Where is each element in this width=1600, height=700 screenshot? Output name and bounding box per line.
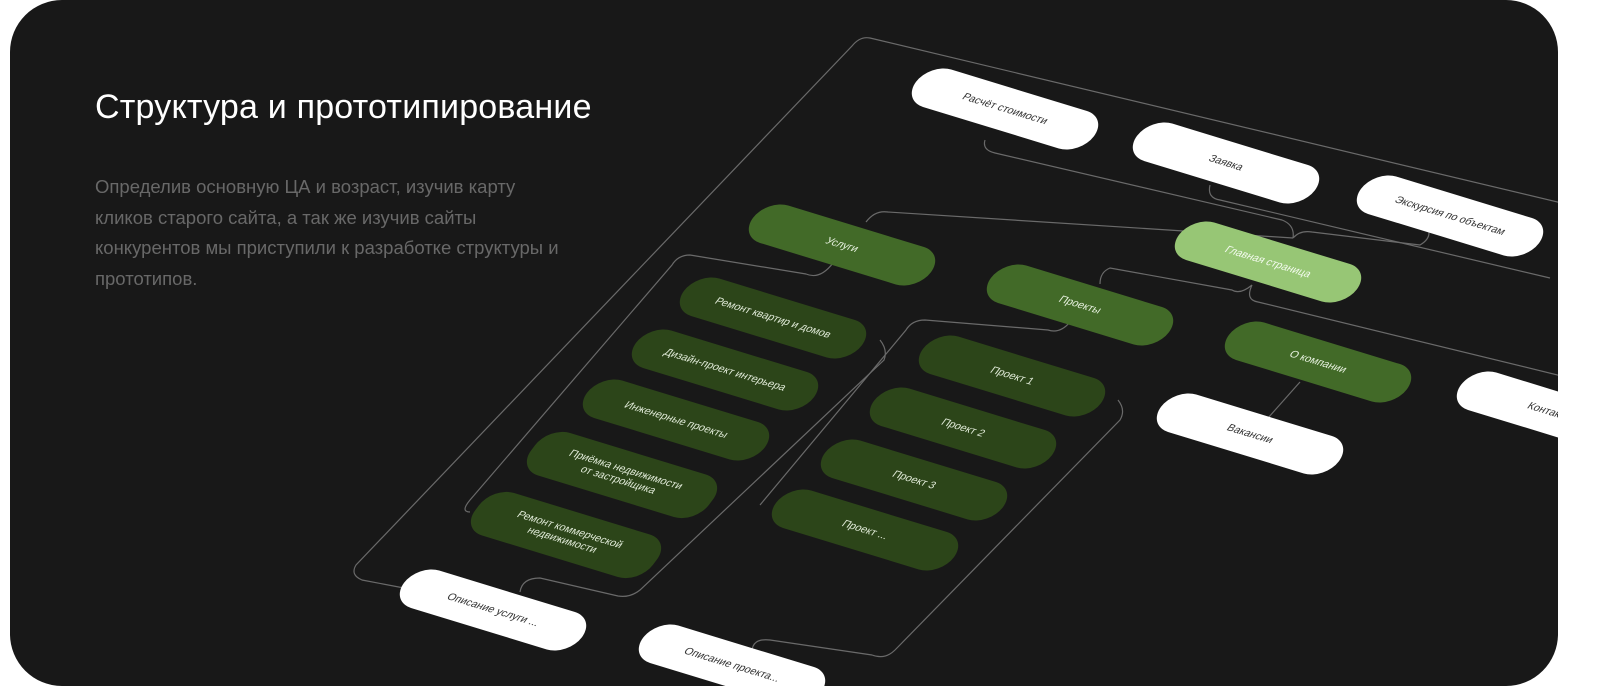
top-connector bbox=[1208, 184, 1551, 279]
node-label: Проект 2 bbox=[938, 416, 988, 440]
node-label: О компании bbox=[1286, 348, 1350, 376]
outer-frame-line bbox=[353, 37, 1558, 589]
node-label: Вакансии bbox=[1224, 422, 1276, 446]
page-title: Структура и прототипирование bbox=[95, 88, 592, 126]
slide-card: Структура и прототипирование Определив о… bbox=[10, 0, 1558, 686]
services-return bbox=[519, 339, 886, 597]
node-label: Проекты bbox=[1056, 293, 1104, 317]
services-column bbox=[464, 254, 834, 513]
node-label: Проект 1 bbox=[987, 364, 1037, 388]
node-label: Заявка bbox=[1205, 152, 1247, 174]
projects-column bbox=[759, 319, 1071, 506]
description: Определив основную ЦА и возраст, изучив … bbox=[95, 176, 559, 289]
node-label: Главная страница bbox=[1222, 244, 1314, 280]
top-connector bbox=[983, 139, 1294, 239]
projects-return bbox=[751, 399, 1124, 658]
main-to-uslugi bbox=[865, 211, 1294, 239]
node-label: Расчёт стоимости bbox=[959, 91, 1051, 127]
connector-lines bbox=[353, 37, 1558, 658]
main-to-projects bbox=[1099, 267, 1558, 376]
node-label: Проект 3 bbox=[889, 468, 939, 492]
node-label: Контакты bbox=[1524, 400, 1558, 424]
main-to-sections bbox=[1292, 227, 1430, 246]
node-label: Проект ... bbox=[839, 518, 891, 542]
company-link bbox=[1267, 381, 1301, 419]
node-label: Услуги bbox=[822, 235, 862, 255]
